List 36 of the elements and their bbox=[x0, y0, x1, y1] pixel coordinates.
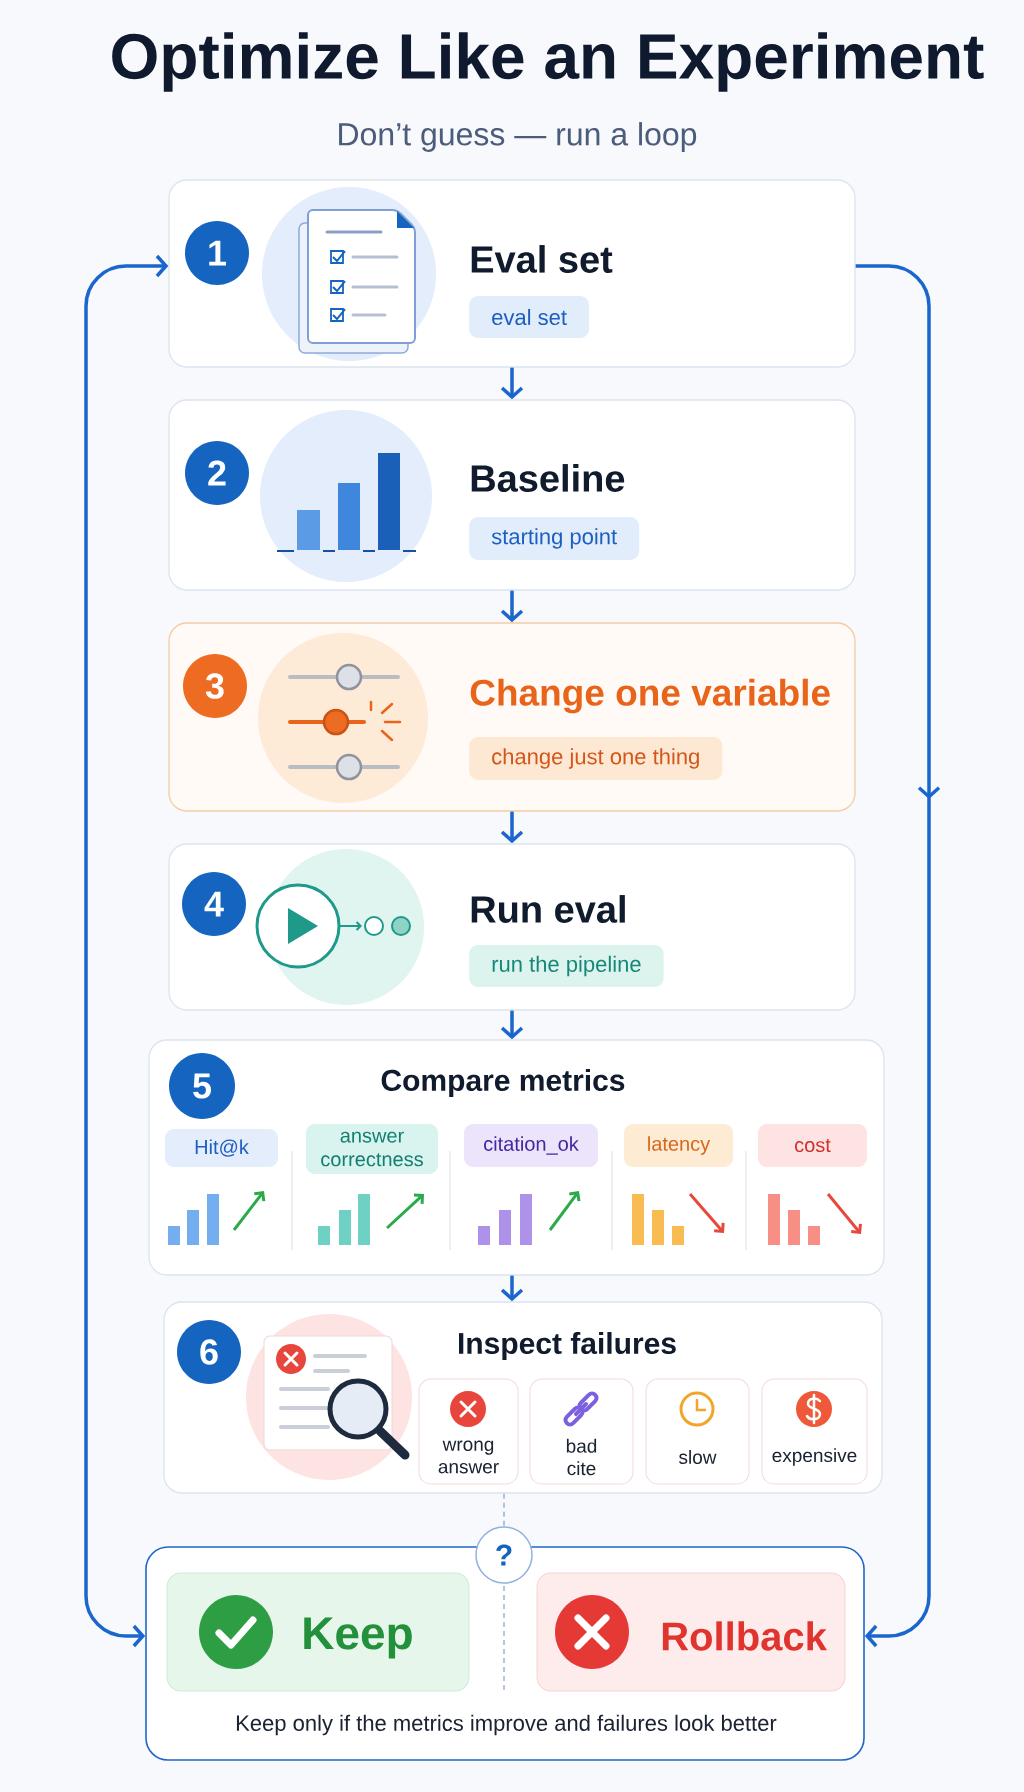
failure-card: expensive bbox=[761, 1378, 868, 1485]
number-badge: 3 bbox=[183, 654, 247, 718]
card-title: Inspect failures bbox=[458, 1332, 676, 1360]
note-text: Keep only if the metrics improve and failures look better bbox=[236, 1714, 777, 1736]
subtitle-pill: change just one thing bbox=[469, 737, 723, 780]
loop-arrow bbox=[855, 264, 941, 1648]
metric-tag: latency bbox=[624, 1124, 733, 1167]
number-badge: 5 bbox=[169, 1053, 235, 1119]
arrow bbox=[500, 811, 524, 844]
subtitle-pill: eval set bbox=[469, 296, 589, 338]
subtitle-pill: run the pipeline bbox=[469, 945, 664, 987]
metric-tag: Hit@k bbox=[165, 1129, 278, 1167]
card-title: Compare metrics bbox=[381, 1069, 625, 1097]
card-title: Eval set bbox=[471, 245, 613, 273]
number-badge: 2 bbox=[185, 441, 249, 505]
title: Optimize Like an Experiment bbox=[112, 32, 984, 92]
arrow bbox=[500, 1275, 524, 1302]
metric-tag: answer correctness bbox=[306, 1124, 438, 1174]
number-badge: 6 bbox=[177, 1320, 241, 1384]
metric-tag: cost bbox=[758, 1124, 867, 1167]
subtitle: Don’t guess — run a loop bbox=[339, 122, 697, 152]
failure-card: slow bbox=[645, 1378, 750, 1485]
card-title: Change one variable bbox=[470, 678, 830, 714]
subtitle-pill: starting point bbox=[469, 517, 640, 560]
metric-tag: citation_ok bbox=[464, 1124, 598, 1167]
arrow bbox=[500, 590, 524, 623]
question-badge: ? bbox=[475, 1526, 533, 1584]
card-title: Run eval bbox=[471, 895, 625, 923]
number-badge: 1 bbox=[185, 221, 249, 285]
failure-card: bad cite bbox=[529, 1378, 634, 1485]
connector-line bbox=[503, 1492, 505, 1528]
number-badge: 4 bbox=[182, 872, 246, 936]
loop-arrow bbox=[84, 254, 169, 1648]
card-title: Baseline bbox=[471, 464, 625, 492]
arrow bbox=[500, 1010, 524, 1040]
arrow bbox=[500, 367, 524, 400]
